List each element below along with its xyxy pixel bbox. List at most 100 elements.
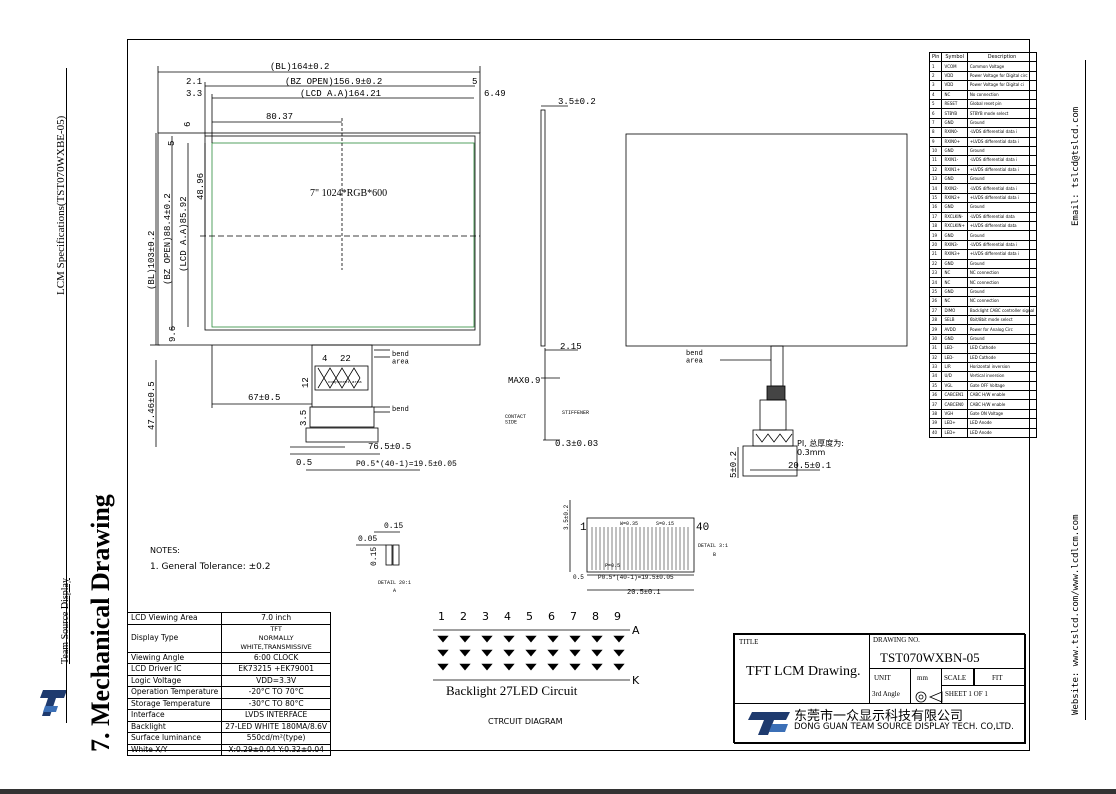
dim-48-96: 48.96 [196,173,206,200]
pin-cell: 23 [928,267,943,279]
circuit-column-label: 3 [482,610,489,623]
pin-cell: LED Cathode [966,352,1038,363]
spec-value: EK73215 +EK79001 [221,663,332,676]
unit-value: mm [917,674,928,682]
pin-cell: Ground [966,258,1038,270]
detail-b-pitch: P0.5*(40-1)=19.5±0.05 [598,574,674,581]
dim-47-46: 47.46±0.5 [147,381,157,430]
pin-cell: RXIN3+ [941,249,968,260]
pin-cell: RXIN1- [941,155,968,166]
detail-b-p: P=0.5 [605,563,620,569]
circuit-column-label: 6 [548,610,555,623]
pin-cell: Common Voltage [966,61,1038,72]
spec-row: Storage Temperature-30°C TO 80°C [126,697,332,710]
pin-cell: 32 [928,352,943,363]
spec-row: Operation Temperature-20°C TO 70°C [126,686,332,699]
pin-cell: 26 [928,296,943,307]
pin-cell: 34 [928,371,943,382]
pin-cell: AVDD [941,324,968,335]
pin-cell: 8 [928,127,943,138]
pin-cell: Gate ON Voltage [966,408,1038,420]
cathode-label: K [632,674,640,687]
dim-aa-height: (LCD A.A)85.92 [179,196,189,272]
component-area-label: component area [328,380,362,385]
pin-cell: NC connection [966,267,1038,279]
spec-value: 6:00 CLOCK [221,651,332,664]
anode-label: A [632,624,640,637]
pin-cell: GND [941,286,968,298]
pin-cell: 10 [928,145,943,157]
pin-cell: 33 [928,361,943,373]
spec-key: Operation Temperature [126,686,223,699]
pin-cell: GND [941,117,968,129]
pin-cell: Horizontal inversion [966,361,1038,373]
pin-cell: 7 [928,117,943,129]
dim-9-6: 9.6 [168,326,178,342]
pin-cell: 12 [928,164,943,176]
detail-b-s: S=0.15 [656,521,674,527]
detail-a-d2: 0.15 [384,522,403,531]
title-label: TITLE [739,638,759,646]
pin-cell: RXIN1+ [941,164,968,176]
drawing-no-label: DRAWING NO. [873,636,920,644]
pin-cell: Ground [966,202,1038,213]
pin-cell: RXIN0+ [941,136,968,147]
notes-title: NOTES: [150,546,180,555]
pin-cell: 1 [928,61,943,72]
dim-3-3: 3.3 [186,89,202,99]
thickness-dim: 3.5±0.2 [558,97,596,107]
dim-5-0-2: 5±0.2 [729,451,739,478]
dim-5v: 5 [167,141,177,146]
detail-b-caption: DETAIL 3:1 [698,543,728,549]
max-0-9: MAX0.9 [508,376,540,386]
pin-cell: -LVDS differential data i [966,183,1038,194]
pin-cell: LED+ [941,427,968,439]
pitch-label: P0.5*(40-1)=19.5±0.05 [356,460,457,469]
pin-cell: Global reset pin [966,98,1038,110]
pin-cell: LED- [941,352,968,363]
dim-aa-width: (LCD A.A)164.21 [300,89,381,99]
detail-b-pin40: 40 [696,522,709,534]
pin-cell: GND [941,174,968,185]
pin-cell: 18 [928,221,943,232]
projection-symbol-icon [914,688,944,707]
pin-cell: Power Voltage for Digital circ [966,70,1038,82]
company-name-cn: 东莞市一众显示科技有限公司 [794,709,964,724]
drawing-title: TFT LCM Drawing. [746,664,861,679]
active-area [211,142,475,328]
pin-cell: U/D [941,371,968,382]
pin-cell: 21 [928,249,943,260]
pin-cell: DIMO [941,305,968,316]
pin-cell: Ground [966,174,1038,185]
pin-cell: 30 [928,333,943,345]
pin-cell: 3 [928,80,943,91]
spec-key: LCD Driver IC [126,663,223,676]
pin-cell: -LVDS differential data i [966,239,1038,251]
screen-resolution-label: 7" 1024*RGB*600 [310,188,387,199]
